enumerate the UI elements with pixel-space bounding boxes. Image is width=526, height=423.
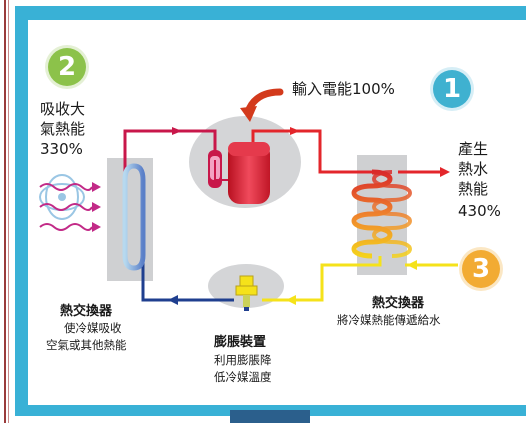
arrow-curved-icon [240, 88, 284, 122]
arrow-icon [92, 222, 101, 232]
step-3-badge: 3 [462, 250, 500, 288]
expansion-device-title: 膨脹裝置 [214, 335, 267, 350]
heat-exchanger-right-title: 熱交換器 [372, 296, 425, 311]
refrigerant-line-warm [262, 256, 382, 302]
expansion-valve-icon [235, 275, 258, 311]
refrigerant-line-hot [251, 129, 372, 174]
heat-exchanger-right-desc: 將冷媒熱能傳遞給水 [337, 313, 441, 327]
condenser-coil [351, 169, 393, 259]
left-border [0, 0, 12, 423]
condenser-coil-return [372, 170, 412, 258]
evaporator-tube [122, 163, 146, 271]
heat-exchanger-left-title: 熱交換器 [60, 304, 113, 319]
fan-icon [39, 174, 85, 220]
arrow-icon [172, 127, 182, 135]
arrow-icon [286, 295, 296, 305]
arrow-icon [407, 260, 417, 270]
step-2-badge: 2 [48, 48, 86, 86]
arrow-icon [290, 127, 300, 135]
arrow-icon [440, 167, 450, 177]
air-flow-arrows [39, 183, 93, 231]
bottom-bar [230, 410, 310, 423]
arrow-icon [92, 182, 101, 192]
left-heat-exchanger [107, 158, 153, 281]
refrigerant-line-to-compressor [123, 129, 217, 180]
compressor-icon [208, 142, 270, 204]
input-power-label: 輸入電能100% [292, 80, 395, 98]
arrow-icon [92, 202, 101, 212]
step-1-badge: 1 [433, 70, 471, 108]
arrow-icon [168, 295, 178, 305]
